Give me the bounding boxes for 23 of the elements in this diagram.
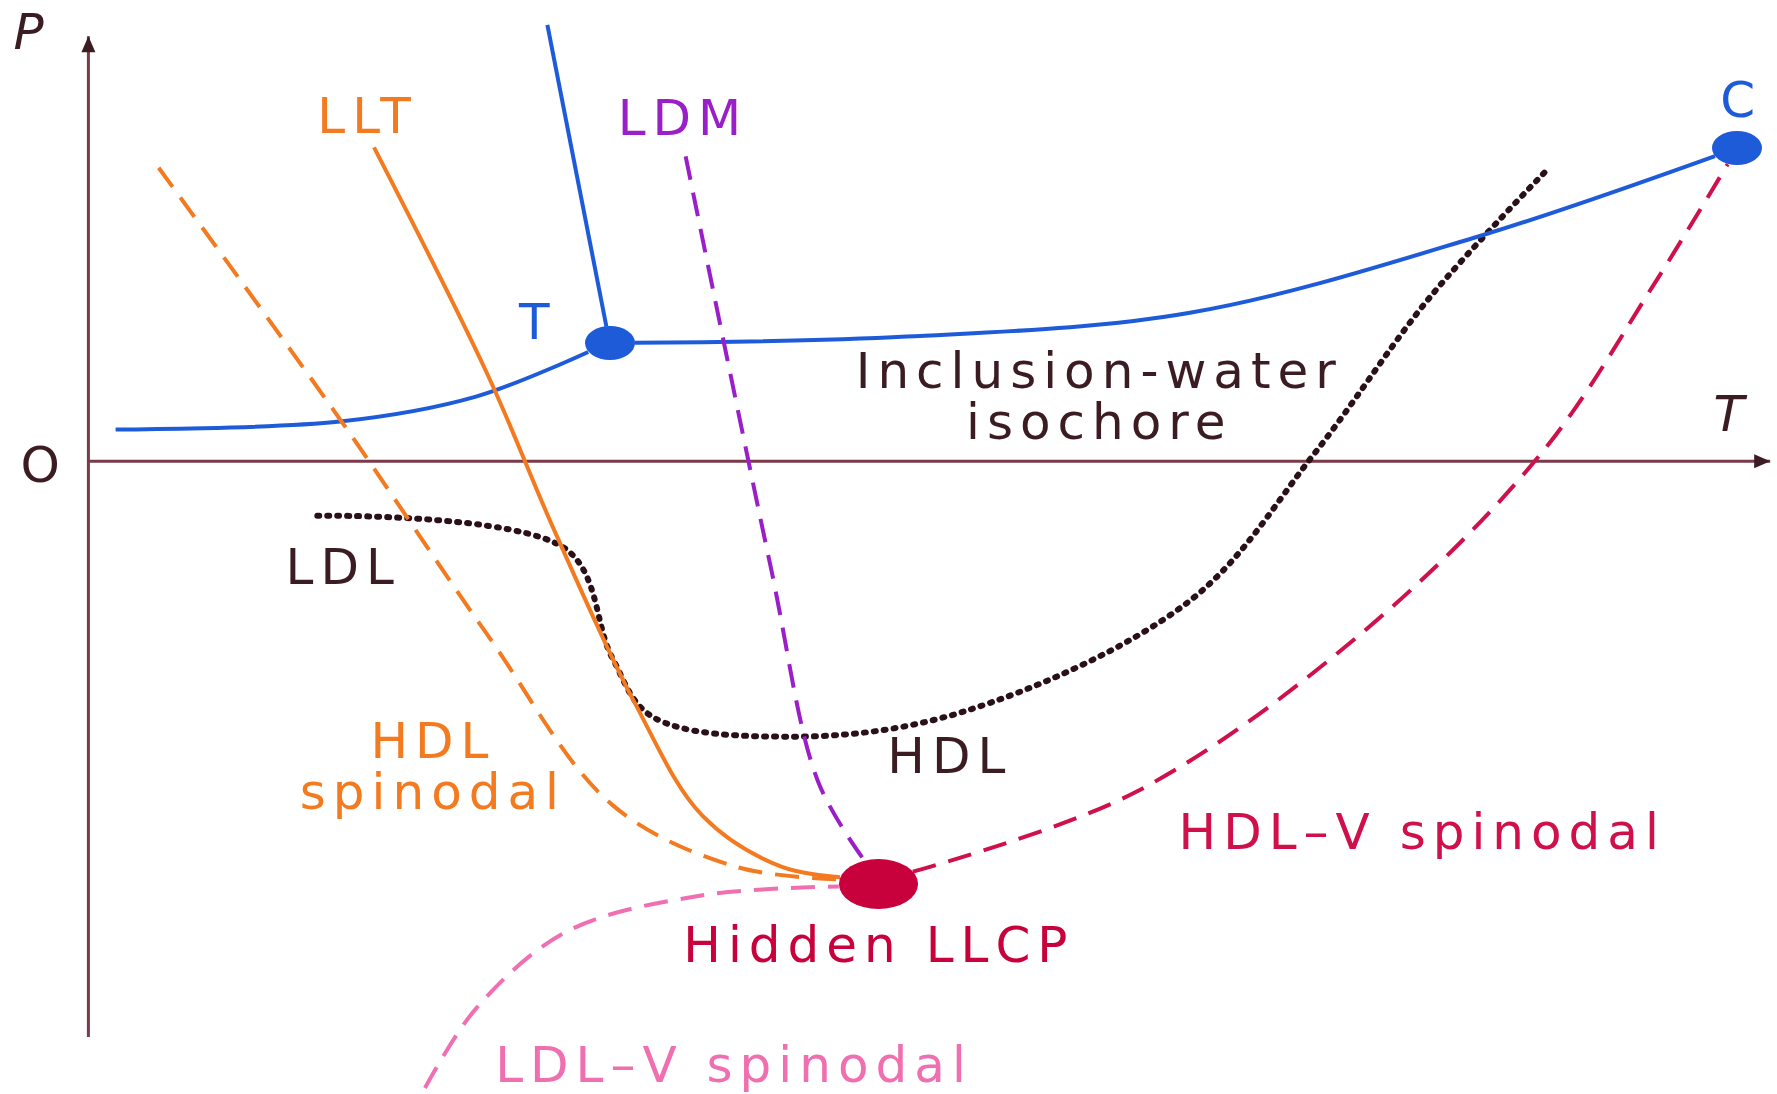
- point-marker: [584, 326, 635, 361]
- phase-boundary-curve: [423, 884, 839, 1089]
- axis-label: P: [13, 6, 51, 58]
- axis-label: T: [1713, 388, 1752, 440]
- curve-label: LDM: [617, 92, 749, 144]
- region-label: LDL: [285, 541, 401, 593]
- phase-boundary-curve: [545, 24, 609, 327]
- curve-label: LDL–V spinodal: [495, 1040, 973, 1092]
- region-label: Inclusion-water isochore: [854, 345, 1344, 448]
- point-label: Hidden LLCP: [683, 920, 1075, 972]
- point-marker: [838, 859, 918, 909]
- phase-boundary-curve: [634, 154, 1716, 345]
- curve-label: HDL spinodal: [298, 716, 567, 819]
- curve-label: LLT: [317, 90, 418, 142]
- region-label: HDL: [887, 730, 1013, 782]
- phase-boundary-curve: [372, 146, 841, 880]
- curve-label: HDL–V spinodal: [1178, 806, 1666, 858]
- region-label: O: [20, 439, 67, 491]
- phase-boundary-curve: [912, 163, 1730, 874]
- phase-boundary-curve: [115, 350, 589, 432]
- point-label: C: [1720, 74, 1763, 126]
- point-label: T: [519, 296, 557, 348]
- point-marker: [1712, 131, 1763, 166]
